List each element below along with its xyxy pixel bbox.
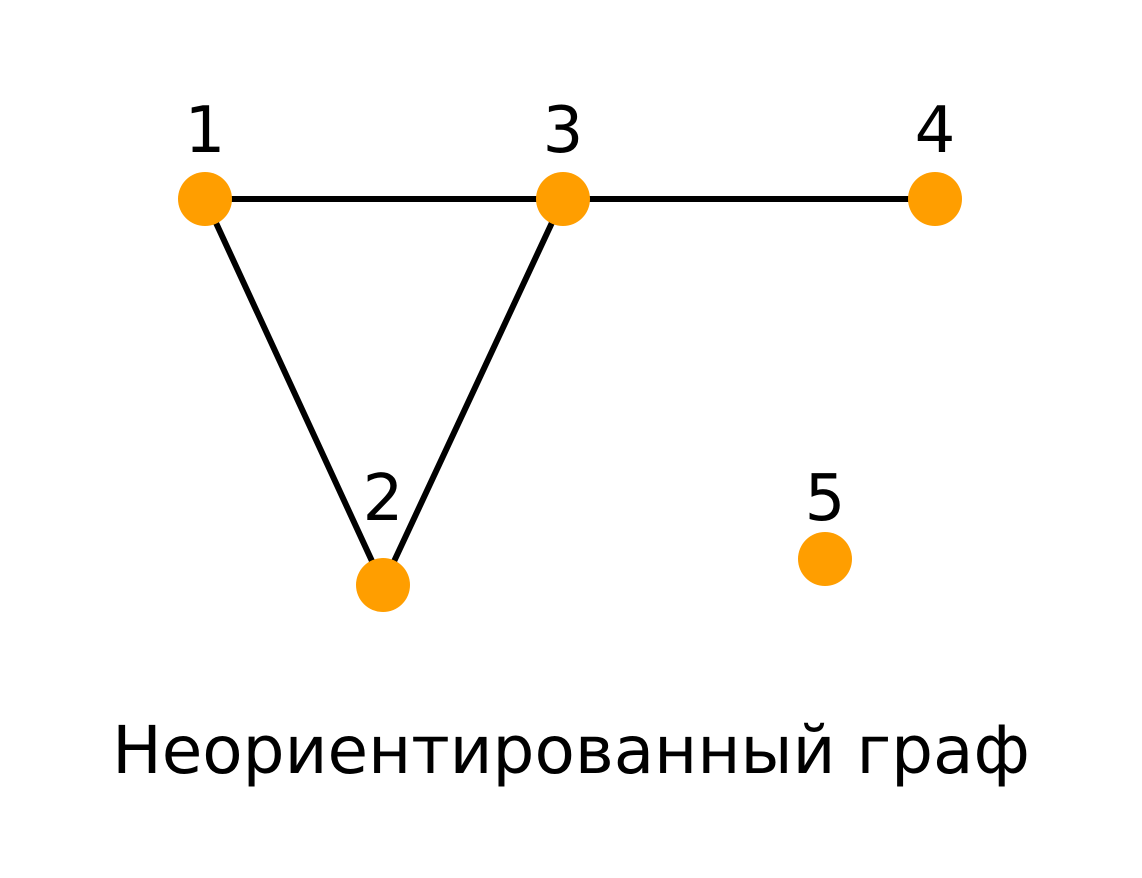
node-label-1: 1: [185, 94, 226, 168]
node-4: [908, 172, 962, 226]
node-label-3: 3: [543, 94, 584, 168]
node-label-2: 2: [363, 462, 404, 536]
edge-3-2: [380, 196, 566, 588]
node-2: [356, 558, 410, 612]
nodes-layer: [178, 172, 962, 612]
node-label-4: 4: [915, 94, 956, 168]
edges-layer: [202, 196, 938, 588]
edge-1-2: [202, 196, 386, 588]
node-1: [178, 172, 232, 226]
labels-layer: 1 2 3 4 5: [185, 94, 956, 536]
diagram-caption: Неориентированный граф: [112, 712, 1030, 789]
node-5: [798, 532, 852, 586]
node-label-5: 5: [805, 462, 846, 536]
node-3: [536, 172, 590, 226]
